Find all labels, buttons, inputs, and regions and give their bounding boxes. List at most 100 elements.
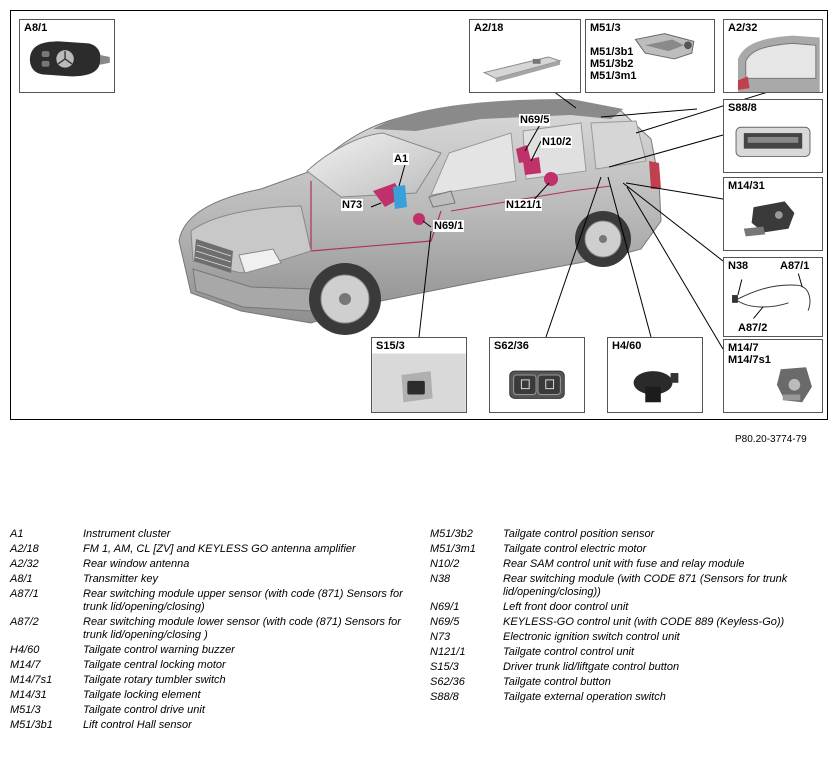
legend-row: A1 Instrument cluster <box>10 528 420 541</box>
legend-description: Tailgate control position sensor <box>503 528 655 540</box>
legend-description: Tailgate locking element <box>83 689 201 701</box>
legend-code: H4/60 <box>10 644 40 656</box>
callout-s15-3: S15/3 <box>371 337 467 413</box>
ref-n121-1: N121/1 <box>505 199 543 211</box>
antenna-amplifier-illustration <box>482 56 562 83</box>
legend-description: Rear window antenna <box>83 558 190 570</box>
legend-description: Electronic ignition switch control unit <box>503 631 680 643</box>
legend-code: M51/3 <box>10 704 41 716</box>
legend-code: M14/7s1 <box>10 674 53 686</box>
legend-code: A87/2 <box>10 616 39 628</box>
legend-row: S62/36 Tailgate control button <box>430 676 830 689</box>
callout-s88-8: S88/8 <box>723 99 823 173</box>
legend-row: S15/3 Driver trunk lid/liftgate control b… <box>430 661 830 674</box>
callout-label: M14/31 <box>728 180 765 192</box>
callout-a8-1: A8/1 <box>19 19 115 93</box>
legend-row: M51/3 Tailgate control drive unit <box>10 704 420 717</box>
legend-code: A1 <box>10 528 24 540</box>
legend-code: S15/3 <box>430 661 459 673</box>
legend-code: N73 <box>430 631 451 643</box>
legend-description: Left front door control unit <box>503 601 629 613</box>
legend-description: Lift control Hall sensor <box>83 719 192 731</box>
callout-a2-32: A2/32 <box>723 19 823 93</box>
legend-code: N10/2 <box>430 558 460 570</box>
legend-row: N73 Electronic ignition switch control un… <box>430 631 830 644</box>
callout-label: S62/36 <box>494 340 529 352</box>
legend-code: S62/36 <box>430 676 465 688</box>
tailgate-drive-unit-illustration <box>634 33 695 60</box>
legend-description: Instrument cluster <box>83 528 171 540</box>
callout-label: A87/2 <box>738 322 768 334</box>
ref-a1: A1 <box>393 153 410 165</box>
legend-description: Tailgate control warning buzzer <box>83 644 235 656</box>
legend-row: M14/7s1 Tailgate rotary tumbler switch <box>10 674 420 687</box>
figure-code: P80.20-3774-79 <box>735 434 807 445</box>
callout-h4-60: H4/60 <box>607 337 703 413</box>
tailgate-control-button-illustration <box>509 370 565 399</box>
legend-description: Tailgate control control unit <box>503 646 635 658</box>
ref-n10-2: N10/2 <box>541 136 573 148</box>
legend-row: A2/18 FM 1, AM, CL [ZV] and KEYLESS GO an… <box>10 543 420 556</box>
legend-description: Rear SAM control unit with fuse and rela… <box>503 558 745 570</box>
ref-n69-1: N69/1 <box>433 220 465 232</box>
callout-label: H4/60 <box>612 340 642 352</box>
legend-description: FM 1, AM, CL [ZV] and KEYLESS GO antenna… <box>83 543 356 555</box>
legend-description: Tailgate control drive unit <box>83 704 205 716</box>
ref-n69-5: N69/5 <box>519 114 551 126</box>
legend-code: M51/3m1 <box>430 543 476 555</box>
legend-row: M51/3m1 Tailgate control electric motor <box>430 543 830 556</box>
external-operation-switch-illustration <box>735 126 811 157</box>
callout-s62-36: S62/36 <box>489 337 585 413</box>
callout-n38-a87: N38 A87/1 A87/2 <box>723 257 823 337</box>
rear-switching-module-illustration <box>732 273 811 319</box>
callout-a2-18: A2/18 <box>469 19 581 93</box>
legend-code: A87/1 <box>10 588 39 600</box>
tailgate-locking-element-illustration <box>743 201 795 237</box>
legend-row: N10/2 Rear SAM control unit with fuse and… <box>430 558 830 571</box>
legend-description: Tailgate control button <box>503 676 611 688</box>
legend-code: M51/3b1 <box>10 719 53 731</box>
legend-row: S88/8 Tailgate external operation switch <box>430 691 830 704</box>
callout-label: A2/18 <box>474 22 504 34</box>
transmitter-key-illustration <box>29 41 110 77</box>
legend-description: Transmitter key <box>83 573 158 585</box>
legend-row: M51/3b1 Lift control Hall sensor <box>10 719 420 732</box>
legend-description: Driver trunk lid/liftgate control button <box>503 661 680 673</box>
callout-label: S15/3 <box>376 340 405 352</box>
legend-code: S88/8 <box>430 691 459 703</box>
callout-label: A87/1 <box>780 260 810 272</box>
legend-description: Tailgate control electric motor <box>503 543 647 555</box>
legend-row: H4/60 Tailgate control warning buzzer <box>10 644 420 657</box>
legend-code: A2/32 <box>10 558 39 570</box>
legend-description: Tailgate external operation switch <box>503 691 666 703</box>
legend-row: A2/32 Rear window antenna <box>10 558 420 571</box>
legend-description: Rear switching module (with CODE 871 (Se… <box>503 573 788 598</box>
callout-m51-3: M51/3 M51/3b1 M51/3b2 M51/3m1 <box>585 19 715 93</box>
callout-label: M51/3 M51/3b1 M51/3b2 M51/3m1 <box>590 22 637 82</box>
legend-code: M51/3b2 <box>430 528 473 540</box>
legend-description: Tailgate rotary tumbler switch <box>83 674 226 686</box>
legend-code: A2/18 <box>10 543 39 555</box>
central-locking-motor-illustration <box>776 367 812 403</box>
legend-row: M14/31 Tailgate locking element <box>10 689 420 702</box>
callout-m14-7: M14/7 M14/7s1 <box>723 339 823 413</box>
legend-code: M14/31 <box>10 689 47 701</box>
component-location-figure: A8/1 A2/18 M51/3 M51/3b1 M51/3b2 M51/3m1… <box>10 10 828 420</box>
legend-code: N121/1 <box>430 646 466 658</box>
rear-window-antenna-illustration <box>737 35 820 92</box>
legend-row: N121/1 Tailgate control control unit <box>430 646 830 659</box>
legend-code: M14/7 <box>10 659 41 671</box>
callout-label: A8/1 <box>24 22 48 34</box>
callout-label: S88/8 <box>728 102 757 114</box>
callout-label: A2/32 <box>728 22 758 34</box>
